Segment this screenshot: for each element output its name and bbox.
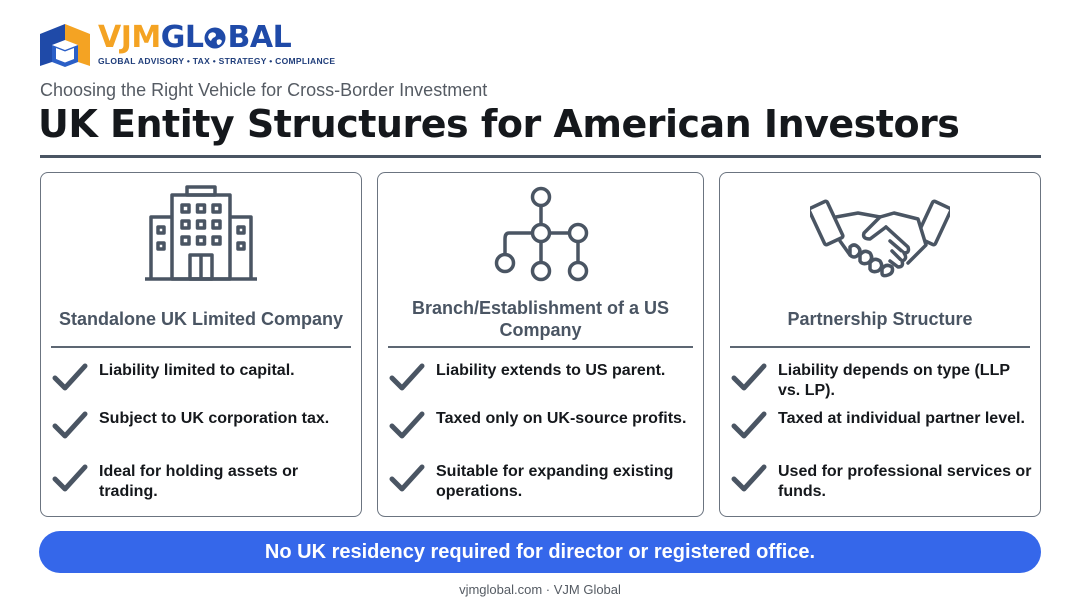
- checkmark-icon: [389, 411, 425, 439]
- checkmark-icon: [731, 411, 767, 439]
- list-item: Subject to UK corporation tax.: [51, 409, 355, 443]
- list-item: Taxed at individual partner level.: [730, 409, 1034, 443]
- page-title: UK Entity Structures for American Invest…: [38, 102, 960, 146]
- checkmark-icon: [389, 464, 425, 492]
- card-title: Standalone UK Limited Company: [58, 309, 344, 329]
- handshake-icon: [810, 199, 950, 278]
- checkmark-icon: [731, 464, 767, 492]
- card-title: Partnership Structure: [787, 309, 973, 329]
- checkmark-icon: [52, 411, 88, 439]
- branch-network-icon: [494, 186, 588, 282]
- title-divider: [40, 155, 1041, 158]
- page-subtitle: Choosing the Right Vehicle for Cross-Bor…: [40, 80, 488, 100]
- brand-tagline: GLOBAL ADVISORY • TAX • STRATEGY • COMPL…: [98, 56, 336, 66]
- list-item: Liability extends to US parent.: [388, 361, 697, 395]
- logo-box-icon: [40, 24, 90, 67]
- checkmark-icon: [389, 363, 425, 391]
- globe-icon: [204, 27, 226, 49]
- checkmark-icon: [52, 464, 88, 492]
- list-item: Taxed only on UK-source profits.: [388, 409, 697, 443]
- card-divider: [730, 346, 1030, 348]
- card-standalone-company: Standalone UK Limited Company Liability …: [40, 172, 362, 517]
- list-item: Used for professional services or funds.: [730, 462, 1034, 502]
- office-building-icon: [145, 185, 257, 281]
- checkmark-icon: [731, 363, 767, 391]
- list-item: Ideal for holding assets or trading.: [51, 462, 355, 502]
- card-divider: [388, 346, 693, 348]
- card-branch-establishment: Branch/Establishment of a US Company Lia…: [377, 172, 704, 517]
- list-item: Liability limited to capital.: [51, 361, 355, 395]
- card-divider: [51, 346, 351, 348]
- list-item: Liability depends on type (LLP vs. LP).: [730, 361, 1034, 401]
- footer-credit: vjmglobal.com · VJM Global: [459, 582, 621, 597]
- list-item: Suitable for expanding existing operatio…: [388, 462, 697, 502]
- residency-banner: No UK residency required for director or…: [39, 531, 1041, 573]
- checkmark-icon: [52, 363, 88, 391]
- card-title: Branch/Establishment of a US Company: [411, 298, 670, 340]
- card-partnership: Partnership Structure Liability depends …: [719, 172, 1041, 517]
